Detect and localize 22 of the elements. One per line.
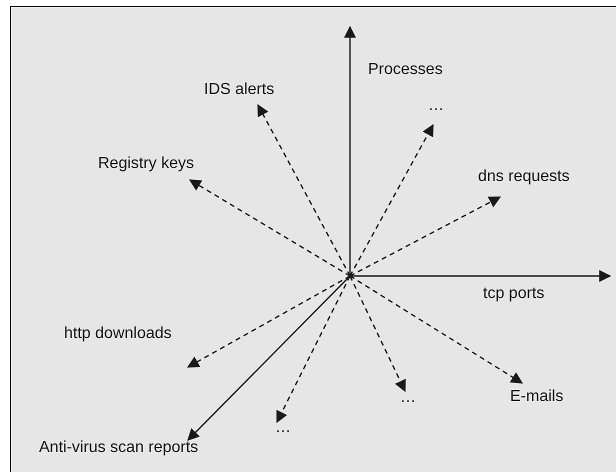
axis-label: Anti-virus scan reports — [39, 438, 198, 458]
arrow — [344, 26, 356, 276]
axis-label: IDS alerts — [204, 80, 274, 100]
arrow — [276, 276, 351, 424]
ellipsis-label: … — [428, 96, 444, 116]
axis-label: http downloads — [64, 324, 172, 344]
axis-label: tcp ports — [483, 284, 544, 304]
arrow — [349, 124, 434, 276]
arrow — [350, 196, 502, 277]
axis-label: Processes — [368, 60, 443, 80]
axis-label: E-mails — [510, 387, 564, 407]
ellipsis-label: … — [400, 388, 416, 408]
arrow — [350, 275, 524, 384]
axis-label: Registry keys — [98, 154, 194, 174]
arrow — [186, 275, 350, 368]
arrow — [188, 179, 350, 277]
arrow — [349, 276, 406, 392]
arrow — [257, 104, 351, 276]
arrow — [350, 270, 612, 282]
axis-label: dns requests — [478, 167, 570, 187]
ellipsis-label: … — [275, 418, 291, 438]
arrow — [187, 276, 350, 441]
